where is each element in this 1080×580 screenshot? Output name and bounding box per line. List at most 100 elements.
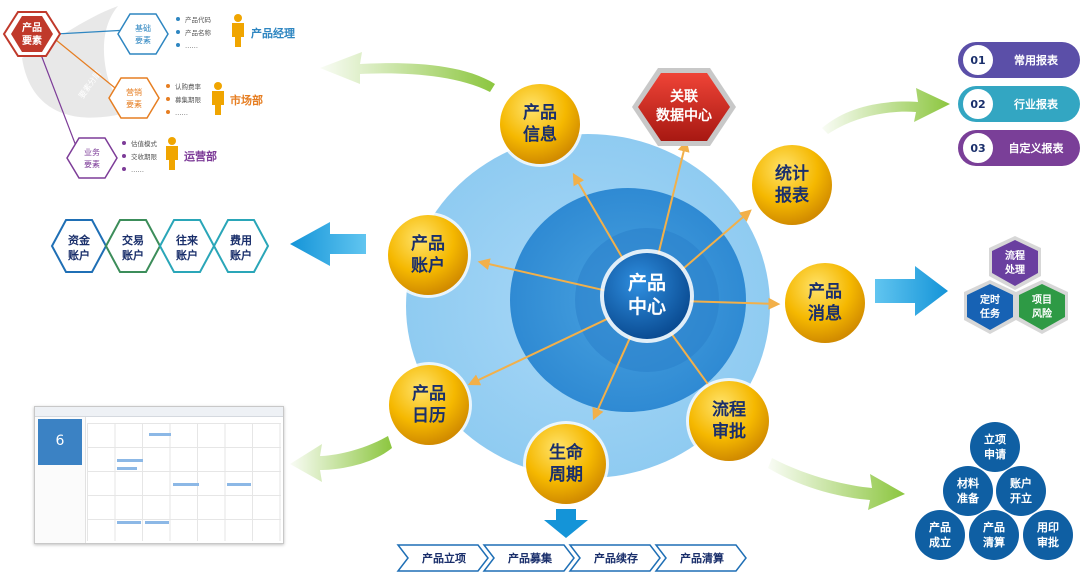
svg-text:……: …… — [131, 166, 144, 174]
acc-label: 账户 — [230, 248, 252, 262]
related-hub-label-2: 数据中心 — [656, 107, 712, 124]
report-industry: 行业报表 — [1013, 97, 1059, 111]
acc-label: 资金 — [68, 233, 91, 247]
svg-text:产品名称: 产品名称 — [185, 28, 212, 37]
svg-text:要素: 要素 — [22, 34, 42, 47]
elements-business-hex — [66, 137, 118, 179]
svg-text:产品: 产品 — [808, 281, 842, 302]
msg-label: 风险 — [1032, 307, 1053, 320]
msg-label: 项目 — [1032, 294, 1052, 306]
ap-label: 用印 — [1037, 521, 1059, 534]
elements-main-hex — [11, 16, 53, 52]
ap-label: 材料 — [957, 476, 979, 490]
report-custom: 自定义报表 — [1009, 141, 1065, 155]
acc-label: 账户 — [122, 248, 144, 262]
svg-text:信息: 信息 — [523, 124, 557, 145]
calendar-sidebar: 6 — [35, 417, 86, 543]
person-icon — [166, 137, 178, 170]
calendar-thumbnail: 6 — [34, 406, 284, 544]
svg-text:交收期限: 交收期限 — [131, 152, 158, 161]
svg-text:产品代码: 产品代码 — [185, 15, 212, 24]
svg-text:01: 01 — [970, 54, 985, 67]
accounts-row: 资金 账户 交易 账户 往来 账户 费用 账户 — [50, 219, 270, 273]
svg-text:估值模式: 估值模式 — [131, 139, 158, 148]
svg-text:营销: 营销 — [126, 87, 142, 97]
svg-text:周期: 周期 — [549, 465, 583, 485]
related-hub-label-1: 关联 — [670, 88, 699, 105]
account-expense — [212, 219, 270, 273]
step-duration — [568, 544, 661, 572]
svg-text:03: 03 — [970, 142, 985, 155]
lifecycle-steps: 产品立项 产品募集 产品续存 产品清算 — [396, 544, 747, 572]
node-approval: 流程 审批 — [686, 378, 772, 464]
svg-text:产品: 产品 — [22, 21, 42, 34]
svg-text:产品: 产品 — [523, 102, 557, 123]
person-icon — [232, 14, 244, 47]
ap-label: 账户 — [1010, 476, 1032, 490]
ap-label: 产品 — [983, 520, 1005, 534]
msg-label: 任务 — [979, 307, 1001, 320]
svg-text:统计: 统计 — [775, 163, 809, 184]
calendar-event — [227, 483, 251, 486]
role-marketing: 市场部 — [230, 93, 263, 107]
msg-label: 处理 — [1004, 263, 1025, 276]
role-product-manager: 产品经理 — [251, 26, 295, 40]
svg-text:募集期限: 募集期限 — [175, 95, 202, 104]
arrow-to-lifecycle-steps — [544, 509, 588, 538]
ap-label: 清算 — [983, 535, 1005, 549]
arrow-to-accounts — [290, 222, 366, 266]
svg-text:产品立项: 产品立项 — [422, 551, 466, 565]
calendar-toolbar — [35, 407, 283, 417]
node-calendar: 产品 日历 — [386, 362, 472, 448]
svg-text:审批: 审批 — [712, 421, 746, 442]
approval-cluster: 立项 申请 材料 准备 账户 开立 产品 成立 产品 清算 用印 审批 — [915, 422, 1073, 560]
elements-marketing-hex — [108, 77, 160, 119]
calendar-event — [149, 433, 171, 436]
message-cluster: 流程 处理 定时 任务 项目 风险 — [964, 236, 1068, 334]
svg-text:产品续存: 产品续存 — [594, 551, 638, 565]
arrow-to-reports — [822, 88, 950, 134]
svg-text:报表: 报表 — [775, 185, 810, 206]
svg-text:产品: 产品 — [411, 233, 445, 254]
step-fundraising — [482, 544, 575, 572]
center-label-1: 产品 — [628, 271, 666, 294]
ap-label: 开立 — [1010, 491, 1032, 505]
svg-text:要素: 要素 — [126, 99, 142, 109]
svg-text:产品清算: 产品清算 — [680, 551, 724, 565]
ap-label: 申请 — [984, 447, 1006, 461]
node-info: 产品 信息 — [497, 81, 583, 167]
elements-base-hex — [117, 13, 169, 55]
node-lifecycle: 生命 周期 — [523, 421, 609, 507]
acc-label: 交易 — [122, 233, 144, 247]
person-icon — [212, 82, 224, 115]
calendar-grid — [87, 423, 281, 541]
report-list: 01 常用报表 02 行业报表 03 自定义报表 — [958, 42, 1080, 166]
svg-text:产品募集: 产品募集 — [508, 551, 553, 565]
acc-label: 费用 — [230, 233, 252, 247]
msg-label: 流程 — [1005, 249, 1025, 262]
arrow-to-calendar — [290, 436, 392, 482]
svg-text:认购费率: 认购费率 — [175, 82, 202, 91]
svg-text:生命: 生命 — [549, 442, 584, 463]
ap-label: 准备 — [957, 491, 980, 505]
msg-risk — [1019, 284, 1065, 330]
svg-text:要素: 要素 — [135, 35, 151, 45]
report-common: 常用报表 — [1014, 53, 1059, 67]
svg-text:02: 02 — [970, 98, 985, 111]
svg-text:……: …… — [175, 109, 188, 117]
arrow-to-elements — [320, 52, 495, 92]
acc-label: 账户 — [176, 248, 198, 262]
role-operations: 运营部 — [184, 149, 217, 163]
acc-label: 往来 — [176, 233, 199, 247]
arrow-to-message-items — [875, 266, 948, 316]
svg-text:账户: 账户 — [411, 255, 445, 276]
svg-text:基础: 基础 — [135, 23, 151, 33]
calendar-event — [117, 467, 137, 470]
acc-label: 账户 — [68, 248, 90, 262]
product-center-core — [604, 253, 690, 339]
node-message: 产品 消息 — [782, 260, 868, 346]
elements-panel: 要素分层 产品 要素 基础 要素 产品代码 产品名称 …… 产品经理 营销 要素… — [2, 6, 295, 179]
msg-schedule — [967, 284, 1013, 330]
calendar-today-card: 6 — [38, 419, 82, 465]
